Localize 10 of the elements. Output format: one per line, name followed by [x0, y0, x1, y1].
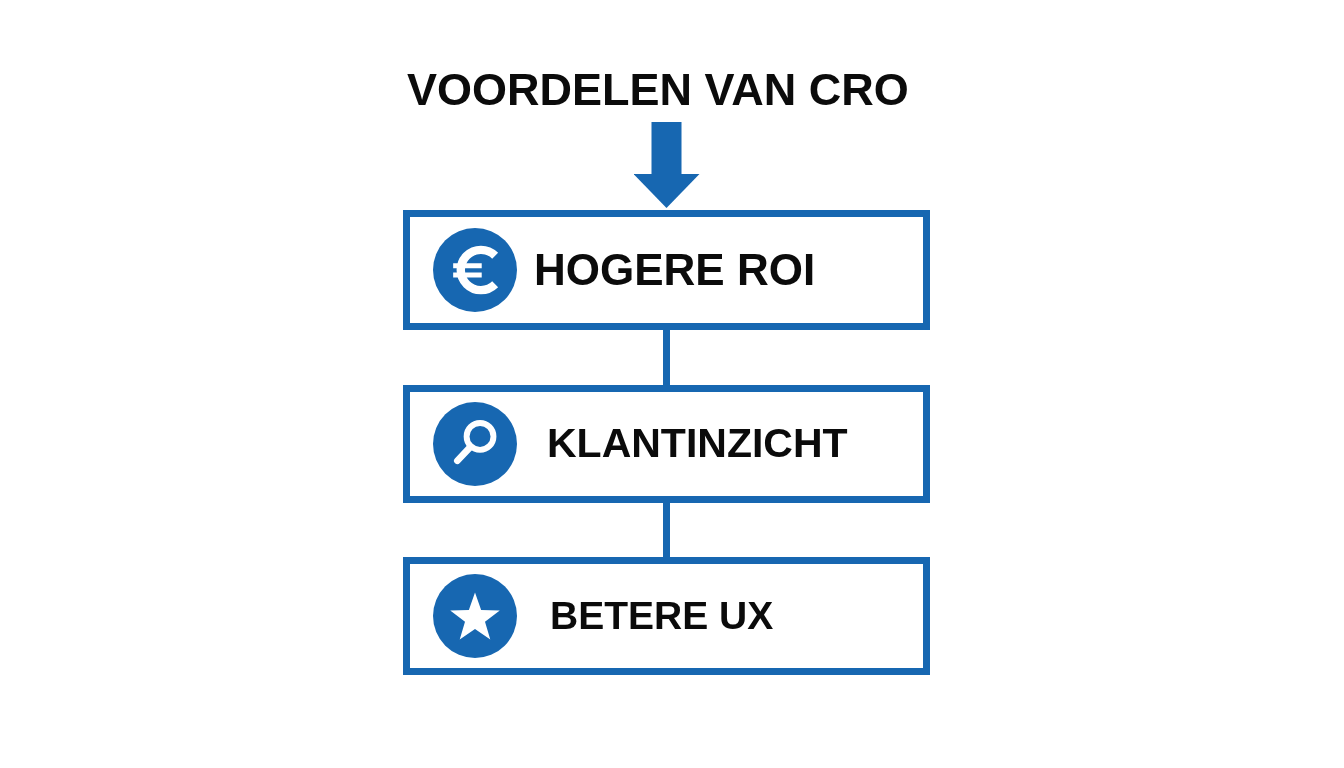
benefit-label: BETERE UX: [550, 593, 774, 639]
process-box: [403, 385, 930, 503]
connector-line: [663, 503, 670, 557]
benefit-label: KLANTINZICHT: [547, 420, 848, 468]
connector-line: [663, 330, 670, 385]
benefit-label: HOGERE ROI: [534, 244, 816, 296]
process-box: [403, 557, 930, 675]
process-box: [403, 210, 930, 330]
arrow: [633, 122, 700, 208]
title-text: VOORDELEN VAN CRO: [407, 58, 909, 122]
